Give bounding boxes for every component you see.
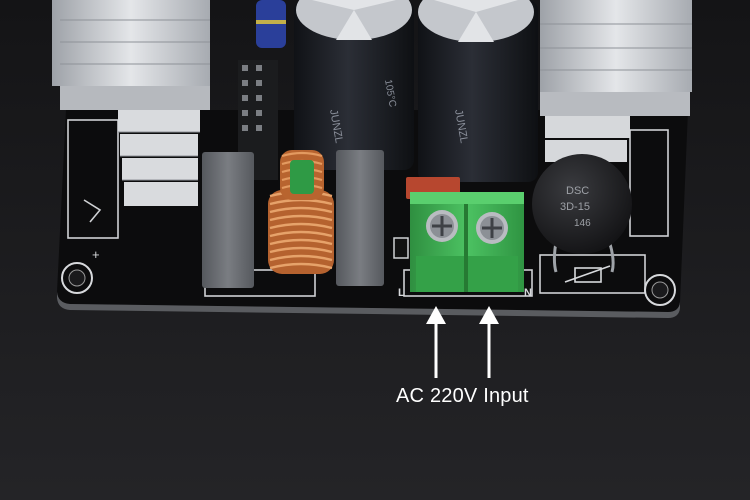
smd-component	[393, 237, 409, 259]
arrow-up-icon	[479, 306, 499, 378]
mounting-hole	[644, 274, 676, 306]
right-electrolytic-capacitor: JUNZL	[418, 0, 538, 182]
film-capacitor-left	[202, 152, 254, 288]
capacitor-brand-left: JUNZL	[327, 108, 345, 144]
caption-text: AC 220V Input	[396, 385, 529, 407]
thermistor-symbol	[564, 265, 611, 283]
ntc-thermistor: DSC 3D-15 146	[532, 154, 632, 273]
left-heatsink	[52, 0, 210, 206]
mounting-hole	[61, 262, 93, 294]
terminal-screw-left[interactable]	[426, 210, 458, 242]
arrow-up-icon	[426, 306, 446, 378]
thermistor-text-3: 146	[574, 218, 591, 229]
terminal-screw-right[interactable]	[476, 212, 508, 244]
capacitor-brand-right: JUNZL	[452, 108, 470, 144]
film-capacitor-right	[336, 150, 384, 286]
terminal-block[interactable]	[410, 192, 524, 292]
copper-inductor	[268, 150, 334, 274]
left-electrolytic-capacitor: JUNZL 105°C	[294, 0, 414, 170]
right-heatsink	[540, 0, 692, 162]
plus-mark: +	[92, 247, 100, 262]
terminal-label-right: N	[524, 287, 532, 299]
thermistor-text-1: DSC	[566, 185, 589, 197]
terminal-label-left: L	[398, 287, 405, 299]
capacitor-temp: 105°C	[382, 79, 398, 108]
small-blue-capacitor	[256, 0, 286, 48]
thermistor-text-2: 3D-15	[560, 201, 590, 213]
